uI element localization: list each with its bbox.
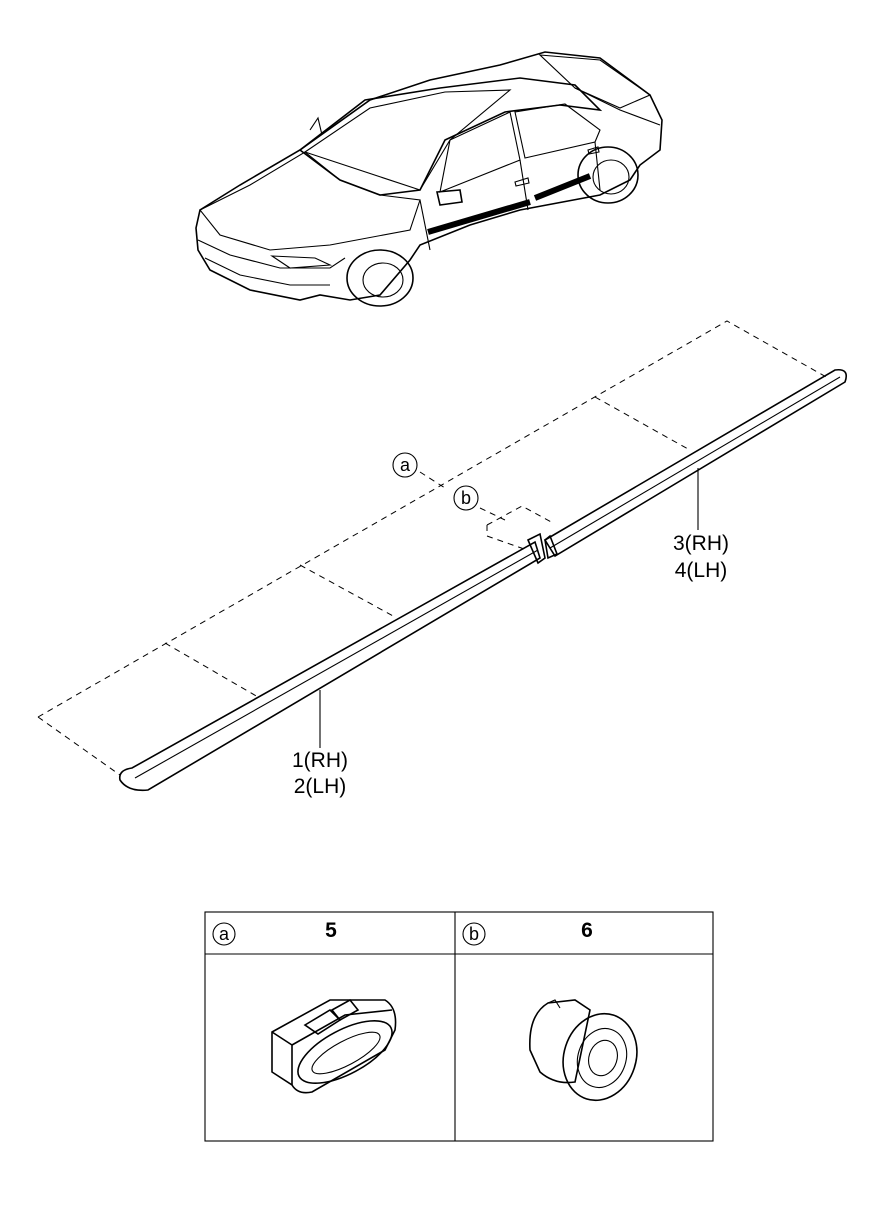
rear-door-molding: [543, 368, 848, 560]
clip-5-drawing: [271, 998, 397, 1094]
callout-a-label: a: [400, 455, 411, 475]
label-3-rh: 3(RH): [673, 532, 729, 555]
part-labels: 1(RH) 2(LH) 3(RH) 4(LH): [292, 468, 729, 798]
label-2-lh: 2(LH): [294, 775, 347, 798]
callout-b-label: b: [461, 488, 471, 508]
table-callout-b: b: [469, 924, 479, 944]
label-4-lh: 4(LH): [675, 559, 728, 582]
front-door-molding: [118, 532, 546, 792]
clip-6-drawing: [529, 999, 638, 1102]
detail-table: a 5 b 6: [204, 911, 714, 1142]
label-1-rh: 1(RH): [292, 749, 348, 772]
car-illustration: [195, 51, 663, 307]
callout-a: a: [392, 452, 418, 478]
door-outline-dashed: [37, 320, 829, 776]
table-part-6: 6: [581, 919, 593, 942]
callout-b: b: [453, 485, 479, 511]
table-callout-a: a: [219, 924, 230, 944]
table-part-5: 5: [325, 919, 337, 942]
